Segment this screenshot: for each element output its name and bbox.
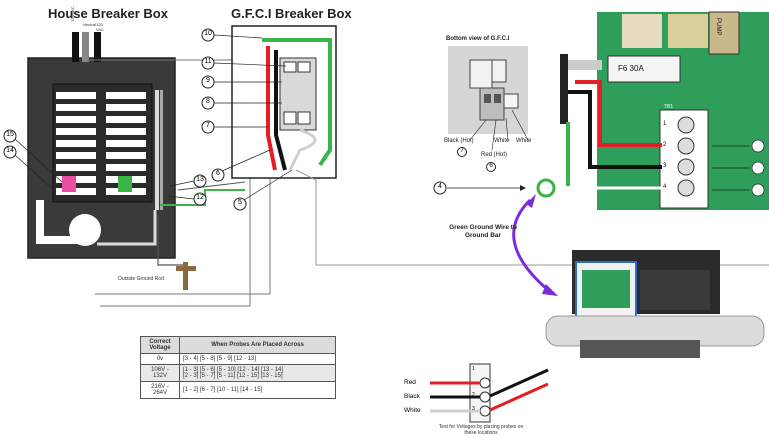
probes-cell: [1 - 2] [6 - 7] [10 - 11] [14 - 15] [179, 381, 336, 399]
house-breaker-box-title: House Breaker Box [48, 6, 168, 21]
gfci-breaker-box-title: G.F.C.I Breaker Box [231, 6, 352, 21]
table-row: 216V - 264V [1 - 2] [6 - 7] [10 - 11] [1… [140, 381, 336, 399]
table-row: 106V - 132V [1 - 3] [5 - 6] [5 - 10] [12… [140, 364, 336, 382]
callout-7 [201, 120, 268, 134]
gfci-black-label: Black (Hot) [444, 138, 474, 144]
header-probes: When Probes Are Placed Across [179, 336, 336, 354]
house-breaker-box [27, 32, 271, 307]
probes-cell: [1 - 3] [5 - 6] [5 - 10] [12 - 14] [13 -… [179, 364, 336, 382]
test-note: Test for Voltages by placing probes on t… [438, 424, 524, 436]
terminal-test-block [430, 363, 549, 423]
test-label-black: Black [404, 393, 420, 400]
supply-label-3: 120 VAC [96, 22, 104, 32]
callout-15-text: 15 [6, 131, 14, 138]
tb-label: TB1 [664, 104, 674, 110]
callout-11 [201, 56, 287, 70]
voltage-cell: 216V - 264V [140, 381, 180, 399]
test-num-1: 1 [472, 366, 475, 372]
ground-arrow [512, 194, 558, 296]
pump-label: PUMP [715, 18, 721, 36]
gfci-white-label-2: White [516, 138, 532, 144]
callout-6b-text: 6 [489, 163, 493, 169]
callout-13 [169, 174, 207, 188]
callouts [3, 28, 526, 211]
callout-8-text: 8 [206, 98, 210, 105]
callout-14-text: 14 [6, 147, 14, 154]
callout-7b-text: 7 [460, 148, 464, 154]
callout-10-text: 10 [204, 30, 212, 37]
callout-12-text: 12 [196, 194, 204, 201]
test-num-2: 2 [472, 392, 475, 398]
probe-arrows [712, 139, 765, 197]
fuse-label: F6 30A [618, 64, 644, 73]
callout-9-text: 9 [206, 77, 210, 84]
callout-11-text: 11 [204, 58, 212, 65]
ground-wire-note: Green Ground Wire to Ground Bar [449, 224, 517, 240]
callout-9 [201, 75, 282, 89]
supply-label-2: Neutral [83, 22, 96, 27]
voltage-cell: 106V - 132V [140, 364, 180, 382]
spa-breaker-pink [62, 176, 76, 192]
terminal-1: 1 [663, 121, 667, 127]
callout-7-bottom [457, 147, 467, 157]
test-num-3: 3 [472, 406, 475, 412]
callout-4 [433, 181, 526, 195]
callout-12 [167, 192, 207, 206]
terminal-2: 2 [663, 142, 667, 148]
callout-6-text: 6 [216, 170, 220, 177]
header-voltage: Correct Voltage [140, 336, 180, 354]
table-row: 0v [3 - 4] [5 - 8] [5 - 9] [12 - 13] [140, 353, 336, 365]
spa-breaker-green [118, 176, 132, 192]
gfci-bottom-view [448, 46, 529, 172]
callout-8 [201, 96, 282, 110]
voltage-table: Correct Voltage When Probes Are Placed A… [140, 336, 336, 399]
supply-label-1: 120 VAC [70, 6, 75, 22]
probes-line: [3 - 4] [5 - 8] [5 - 9] [12 - 13] [183, 356, 257, 362]
callout-14 [3, 145, 57, 193]
callout-6 [211, 149, 271, 182]
control-board [536, 11, 769, 210]
terminal-3: 3 [663, 163, 667, 169]
probes-cell: [3 - 4] [5 - 8] [5 - 9] [12 - 13] [179, 353, 336, 365]
probes-line: [1 - 2] [6 - 7] [10 - 11] [14 - 15] [183, 387, 263, 393]
voltage-cell: 0v [140, 353, 180, 365]
gfci-white-label-1: White [494, 138, 510, 144]
callout-6-bottom [486, 162, 496, 172]
callout-5-text: 5 [238, 199, 242, 206]
callout-10 [201, 28, 263, 42]
ground-rod-label: Outside Ground Rod [118, 276, 164, 282]
callout-13-text: 13 [196, 176, 204, 183]
terminal-4: 4 [663, 184, 667, 190]
callout-15 [3, 129, 63, 183]
gfci-bottom-title: Bottom view of G.F.C.I [446, 36, 510, 42]
callout-4-text: 4 [438, 183, 442, 190]
gfci-breaker-box [231, 25, 769, 266]
callout-5 [233, 169, 293, 211]
callout-7-text: 7 [206, 122, 210, 129]
probes-line: [2 - 3] [5 - 7] [5 - 11] [12 - 15] [13 -… [183, 373, 283, 379]
probes-line: [1 - 3] [5 - 6] [5 - 10] [12 - 14] [13 -… [183, 367, 284, 373]
test-label-white: White [404, 407, 421, 414]
gfci-red-label: Red (Hot) [481, 152, 508, 158]
spa-pack [545, 250, 765, 358]
test-label-red: Red [404, 379, 416, 386]
